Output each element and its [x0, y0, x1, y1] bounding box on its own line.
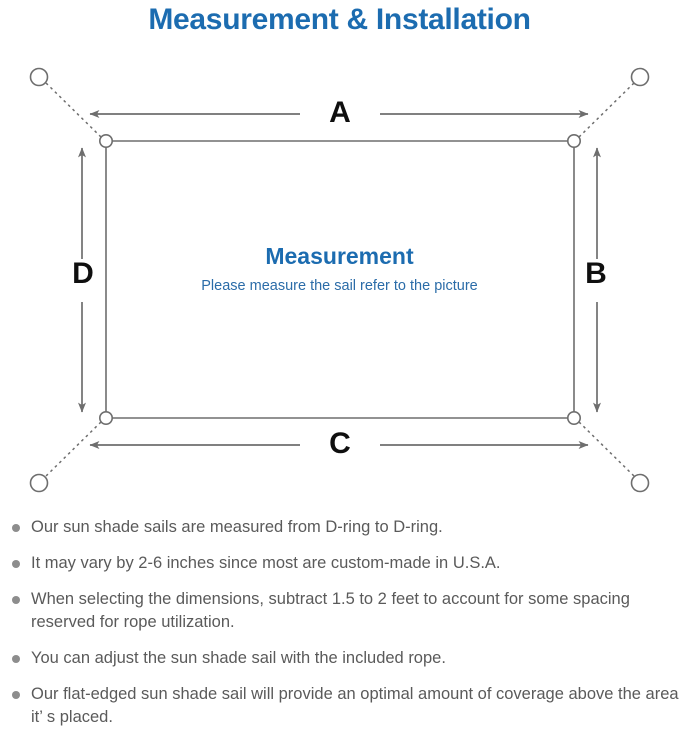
- bullet-icon: [12, 524, 20, 532]
- rope-bottom-right: [578, 421, 636, 478]
- list-item-text: Our sun shade sails are measured from D-…: [31, 518, 443, 536]
- rope-bottom-left: [44, 421, 102, 478]
- d-ring-top-right: [566, 134, 581, 149]
- dimension-label-b: B: [585, 257, 607, 290]
- rope-top-right: [578, 81, 636, 138]
- d-ring-bottom-right: [566, 410, 581, 425]
- anchor-point-top-left: [29, 67, 49, 87]
- list-item-text: It may vary by 2-6 inches since most are…: [31, 554, 501, 572]
- dimension-label-d: D: [72, 257, 94, 290]
- d-ring-top-left: [99, 134, 114, 149]
- anchor-point-bottom-right: [630, 473, 650, 493]
- list-item: Our sun shade sails are measured from D-…: [0, 516, 679, 539]
- list-item-text: Our flat-edged sun shade sail will provi…: [31, 685, 679, 726]
- bullet-icon: [12, 655, 20, 663]
- bullet-icon: [12, 691, 20, 699]
- sail-body: [105, 140, 575, 419]
- dimension-label-a: A: [329, 96, 351, 129]
- sail-center-sublabel: Please measure the sail refer to the pic…: [201, 278, 478, 294]
- shade-sail-measurement-diagram: Measurement Please measure the sail refe…: [0, 44, 679, 514]
- list-item-text: When selecting the dimensions, subtract …: [31, 590, 630, 631]
- list-item-text: You can adjust the sun shade sail with t…: [31, 649, 446, 667]
- page-title: Measurement & Installation: [148, 3, 531, 36]
- list-item: Our flat-edged sun shade sail will provi…: [0, 683, 679, 729]
- anchor-point-bottom-left: [29, 473, 49, 493]
- dimension-label-c: C: [329, 427, 351, 460]
- diagram-canvas: [29, 67, 650, 493]
- sail-center-label: Measurement: [265, 243, 414, 269]
- notes-list: Our sun shade sails are measured from D-…: [0, 516, 679, 742]
- list-item: You can adjust the sun shade sail with t…: [0, 647, 679, 670]
- rope-top-left: [44, 81, 102, 138]
- bullet-icon: [12, 560, 20, 568]
- list-item: It may vary by 2-6 inches since most are…: [0, 552, 679, 575]
- list-item: When selecting the dimensions, subtract …: [0, 588, 679, 634]
- d-ring-bottom-left: [99, 410, 114, 425]
- bullet-icon: [12, 596, 20, 604]
- anchor-point-top-right: [630, 67, 650, 87]
